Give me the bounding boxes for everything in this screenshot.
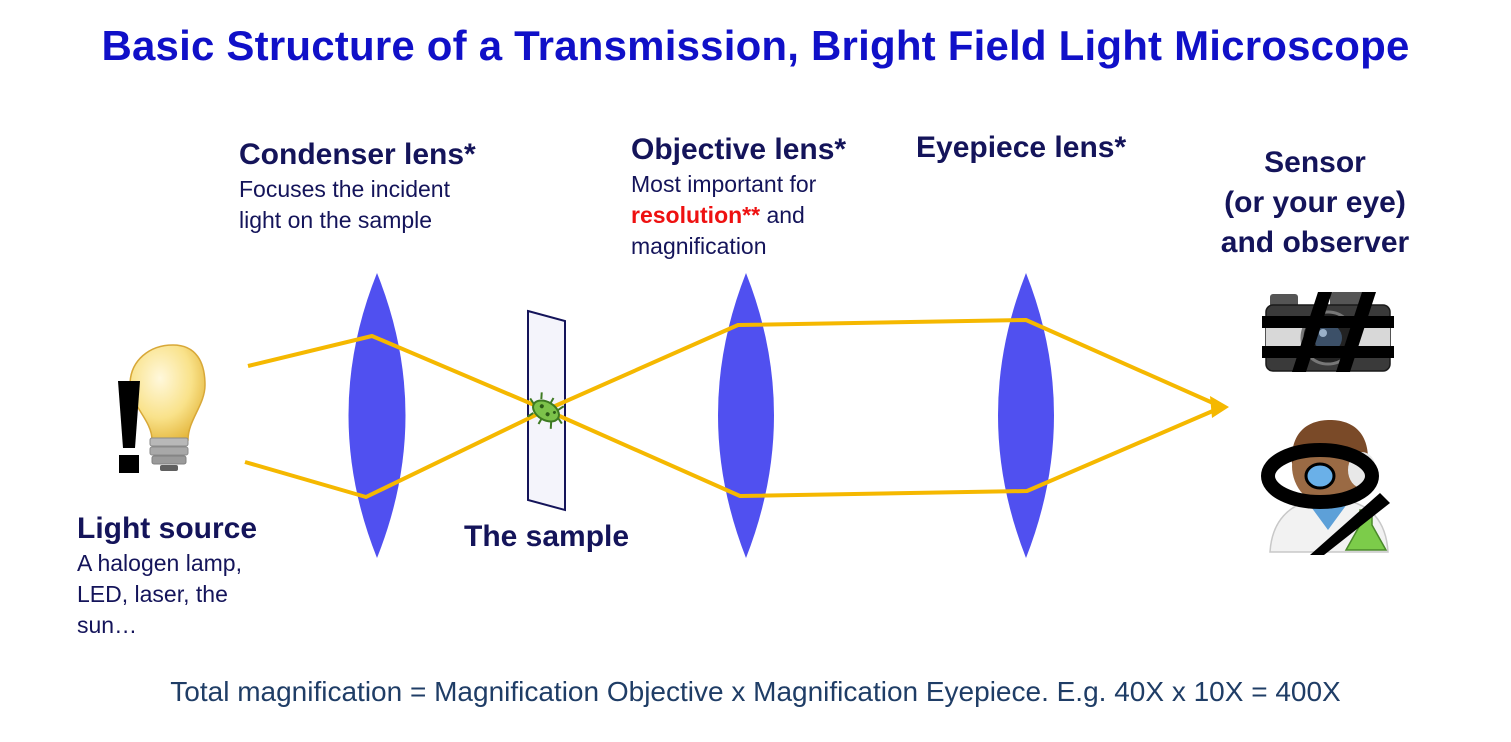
total-magnification-note: Total magnification = Magnification Obje… bbox=[170, 676, 1341, 707]
page-title: Basic Structure of a Transmission, Brigh… bbox=[101, 22, 1410, 69]
microbe-icon bbox=[527, 392, 565, 429]
light-ray-upper bbox=[247, 318, 1223, 412]
sensor-line3: and observer bbox=[1220, 226, 1410, 259]
light-source-desc-line1: A halogen lamp, bbox=[77, 550, 242, 576]
eyepiece-lens bbox=[998, 273, 1054, 558]
sensor-line2: (or your eye) bbox=[1224, 186, 1406, 219]
light-source-heading: Light source bbox=[77, 512, 258, 545]
light-ray-lower bbox=[244, 405, 1223, 499]
objective-desc-line2-rest: and bbox=[760, 202, 805, 228]
condenser-label: Condenser lens* Focuses the incident lig… bbox=[239, 138, 476, 236]
light-source-desc-line2: LED, laser, the bbox=[77, 581, 228, 607]
condenser-desc-line2: light on the sample bbox=[239, 207, 433, 233]
light-bulb-icon bbox=[118, 344, 206, 473]
condenser-desc-line1: Focuses the incident bbox=[239, 176, 450, 202]
resolution-emphasis: resolution** bbox=[631, 202, 761, 228]
objective-desc-line3: magnification bbox=[631, 233, 767, 259]
eyepiece-heading: Eyepiece lens* bbox=[916, 131, 1127, 164]
objective-label: Objective lens* Most important for resol… bbox=[631, 133, 846, 262]
sensor-label: Sensor (or your eye) and observer bbox=[1195, 143, 1435, 263]
objective-lens bbox=[718, 273, 774, 558]
condenser-heading: Condenser lens* bbox=[239, 138, 476, 171]
objective-desc-line2: resolution** and bbox=[631, 200, 846, 231]
sample-heading: The sample bbox=[464, 520, 630, 553]
objective-desc-line1: Most important for bbox=[631, 171, 817, 197]
condenser-lens bbox=[348, 273, 406, 558]
scientist-icon bbox=[1261, 420, 1390, 555]
objective-heading: Objective lens* bbox=[631, 133, 847, 166]
sensor-line1: Sensor bbox=[1264, 146, 1366, 179]
ray-arrowhead bbox=[1210, 396, 1229, 418]
light-source-label: Light source A halogen lamp, LED, laser,… bbox=[77, 512, 257, 641]
light-source-desc-line3: sun… bbox=[77, 612, 138, 638]
camera-icon bbox=[1262, 292, 1394, 372]
